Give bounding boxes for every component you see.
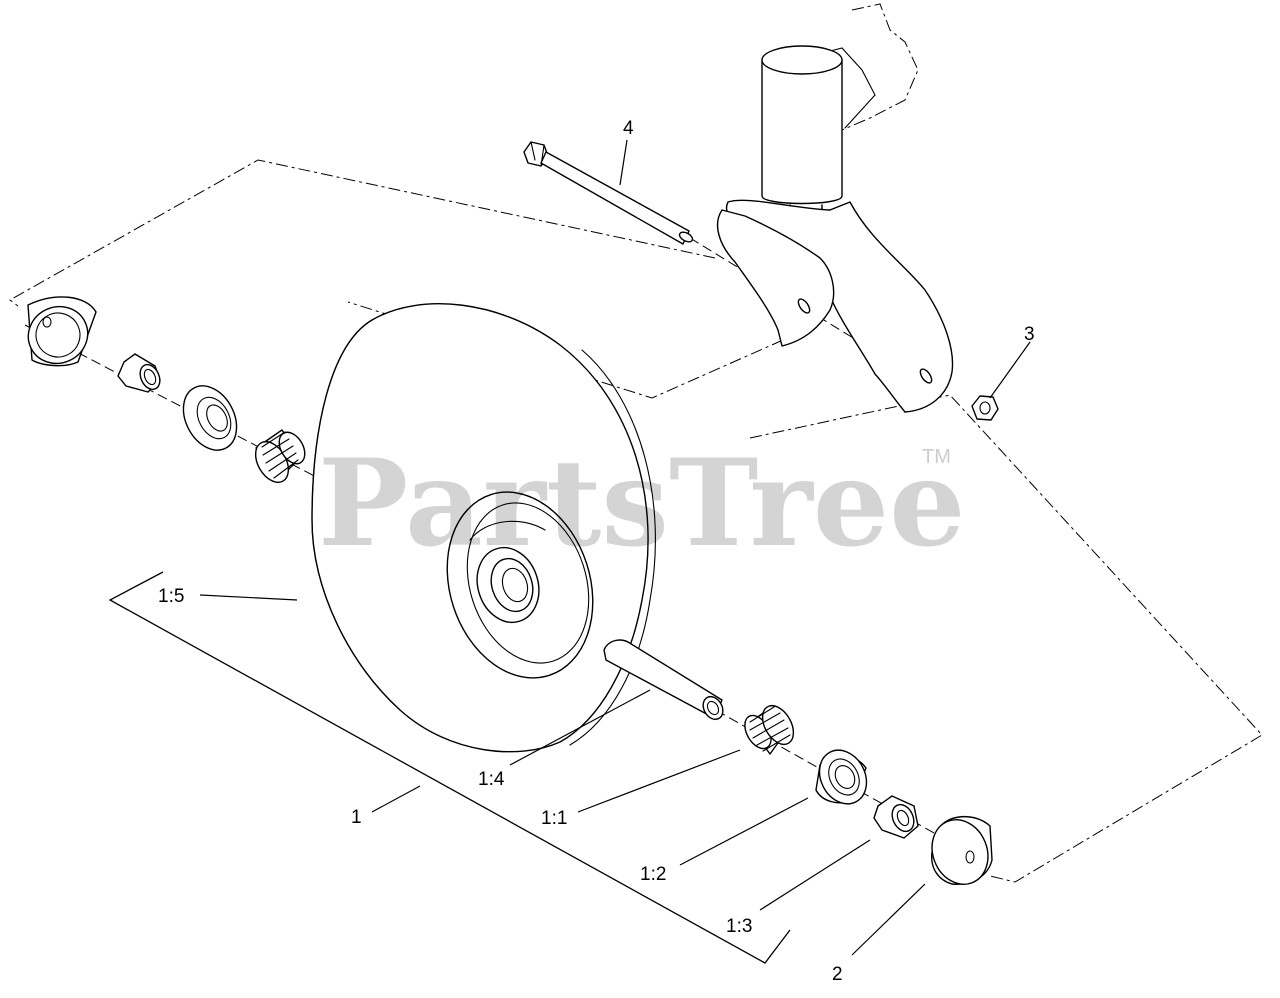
callout-1-2: 1:2: [640, 864, 666, 885]
axle-spacer-tube: [603, 639, 724, 721]
wheel-tire: [311, 303, 656, 753]
roller-bearing-left: [254, 429, 306, 483]
callout-1-3: 1:3: [726, 916, 752, 937]
dust-cap-left: [27, 296, 97, 367]
callout-1-4: 1:4: [478, 769, 505, 790]
bearing-seal-left: [182, 385, 238, 451]
nut: [971, 395, 999, 421]
caster-fork: [717, 3, 954, 413]
assembly-bracket: [108, 571, 791, 964]
callout-1-5: 1:5: [158, 586, 184, 607]
spacer-left: [117, 353, 161, 393]
bearing-seal-right: [815, 749, 868, 805]
callout-4: 4: [623, 118, 634, 139]
callout-3: 3: [1024, 324, 1035, 345]
callout-1: 1: [351, 807, 362, 828]
bolt: [523, 141, 694, 245]
dust-cap-right: [931, 815, 993, 885]
watermark-trademark: TM: [922, 446, 951, 468]
roller-bearing-right: [744, 704, 795, 755]
callout-2: 2: [832, 964, 843, 985]
watermark-text: PartsTree: [318, 433, 965, 574]
leader-lines: [199, 139, 1031, 956]
callout-1-1: 1:1: [541, 808, 567, 829]
spacer-right: [873, 795, 919, 839]
